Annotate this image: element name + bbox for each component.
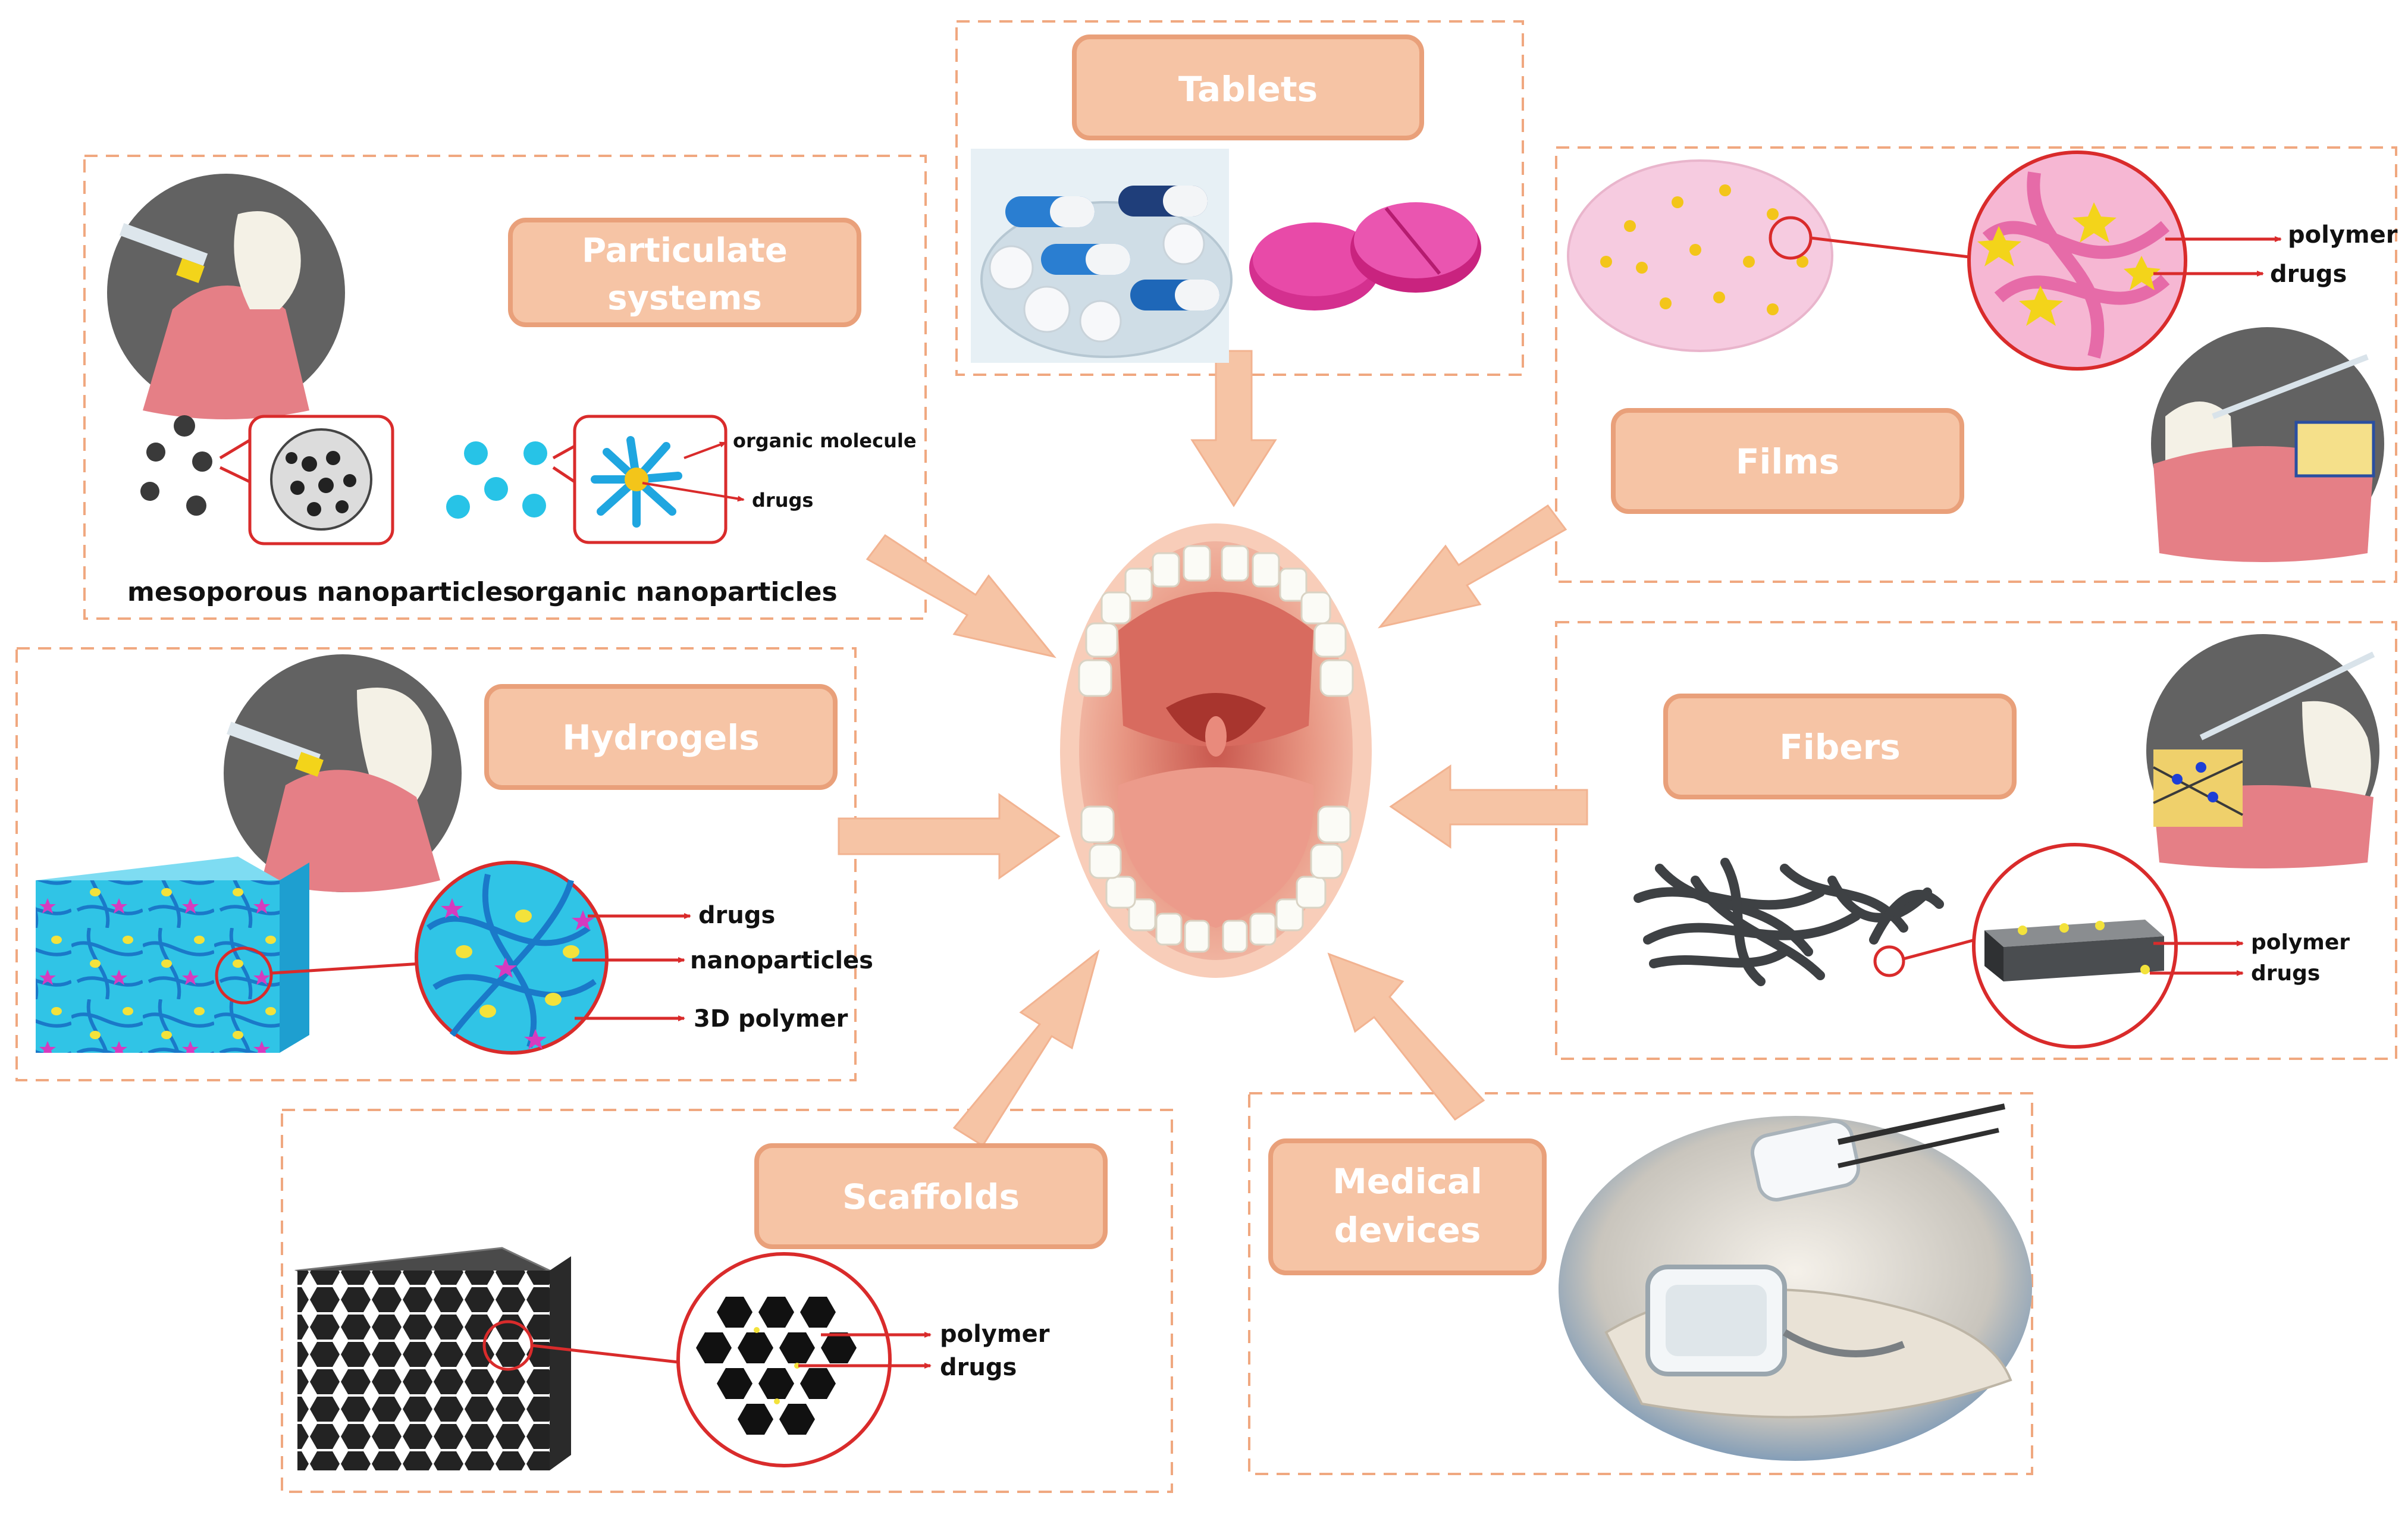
label-box-films <box>1611 408 1964 514</box>
arrow-fibers <box>1389 764 1588 849</box>
hydrogels-section: Hydrogels <box>36 654 873 1055</box>
arrow-hydrogels <box>838 793 1061 880</box>
annotation-fibers-polymer: polymer <box>2251 930 2350 955</box>
hydrogel-tooth-illustration <box>224 654 462 892</box>
annotation-mesoporous: mesoporous nanoparticles <box>127 577 518 607</box>
label-medical-line2: devices <box>1334 1210 1481 1250</box>
arrow-films <box>1378 504 1567 629</box>
annotation-films-drugs: drugs <box>2270 261 2347 288</box>
hydrogel-zoom-circle <box>415 861 691 1055</box>
fiber-tooth-illustration <box>2146 634 2379 868</box>
hydrogel-block <box>36 857 422 1053</box>
annotation-scaffold-drugs: drugs <box>940 1354 1017 1381</box>
tablets-section: Tablets <box>971 34 1481 363</box>
label-fibers: Fibers <box>1779 727 1900 767</box>
label-particulate-line1: Particulate <box>582 231 788 270</box>
arrow-medical <box>1327 952 1485 1121</box>
film-disc-image <box>1567 159 1970 352</box>
panel-frames <box>15 20 2397 1493</box>
arrow-tablets <box>1190 350 1277 507</box>
label-particulate-line2: systems <box>607 279 762 318</box>
pink-tablets-image <box>1249 202 1481 310</box>
label-medical-line1: Medical <box>1332 1161 1482 1202</box>
mesoporous-particles <box>140 415 394 545</box>
label-box-particulate <box>508 218 861 327</box>
panel-hydrogels <box>15 647 857 1081</box>
tooth-injection-illustration <box>107 174 345 419</box>
annotation-films-polymer: polymer <box>2288 221 2398 249</box>
panel-films <box>1555 146 2397 583</box>
label-hydrogels: Hydrogels <box>562 717 760 758</box>
panel-scaffolds <box>281 1109 1173 1493</box>
label-box-medical <box>1268 1138 1547 1275</box>
annotation-hydrogel-drugs: drugs <box>698 902 775 929</box>
arrow-scaffolds <box>952 949 1100 1147</box>
label-box-fibers <box>1663 694 2017 799</box>
label-box-scaffolds <box>754 1143 1108 1249</box>
scaffold-cube <box>294 1247 679 1470</box>
panel-particulate <box>83 155 927 620</box>
annotation-hydrogel-polymer: 3D polymer <box>694 1005 848 1033</box>
scaffold-zoom-circle <box>676 1252 932 1467</box>
particulate-section: Particulate systems mesoporous nanop <box>107 174 917 607</box>
capsules-dish-image <box>971 149 1233 363</box>
annotation-organic-molecule: organic molecule <box>733 429 917 452</box>
film-zoom-circle <box>1967 150 2282 371</box>
panel-medical <box>1248 1092 2033 1475</box>
label-box-tablets <box>1072 34 1424 140</box>
arrows-to-mouth <box>838 350 1588 1147</box>
scaffolds-section: Scaffolds <box>294 1143 1108 1470</box>
medical-devices-section: Medical devices <box>1268 1103 2032 1461</box>
fibers-section: Fibers <box>1633 634 2379 1049</box>
annotation-scaffold-polymer: polymer <box>940 1320 1050 1348</box>
panel-fibers <box>1555 621 2397 1060</box>
annotation-fibers-drugs: drugs <box>2251 961 2320 986</box>
arrow-particulate <box>866 534 1056 658</box>
label-box-hydrogels <box>484 684 838 790</box>
annotation-particulate-drugs: drugs <box>752 489 813 512</box>
annotation-hydrogel-nanoparticles: nanoparticles <box>690 947 873 974</box>
label-tablets: Tablets <box>1178 69 1318 109</box>
fiber-zoom-circle <box>1972 843 2244 1049</box>
intraoral-device-image <box>1559 1103 2032 1461</box>
label-scaffolds: Scaffolds <box>842 1177 1020 1217</box>
label-films: Films <box>1736 441 1839 482</box>
organic-particles <box>446 415 745 544</box>
fiber-mesh <box>1633 858 1944 986</box>
open-mouth-illustration <box>1060 523 1372 978</box>
film-tooth-illustration <box>2151 327 2384 562</box>
annotation-organic-np: organic nanoparticles <box>516 577 838 607</box>
films-section: Films polymer drugs <box>1567 150 2398 562</box>
